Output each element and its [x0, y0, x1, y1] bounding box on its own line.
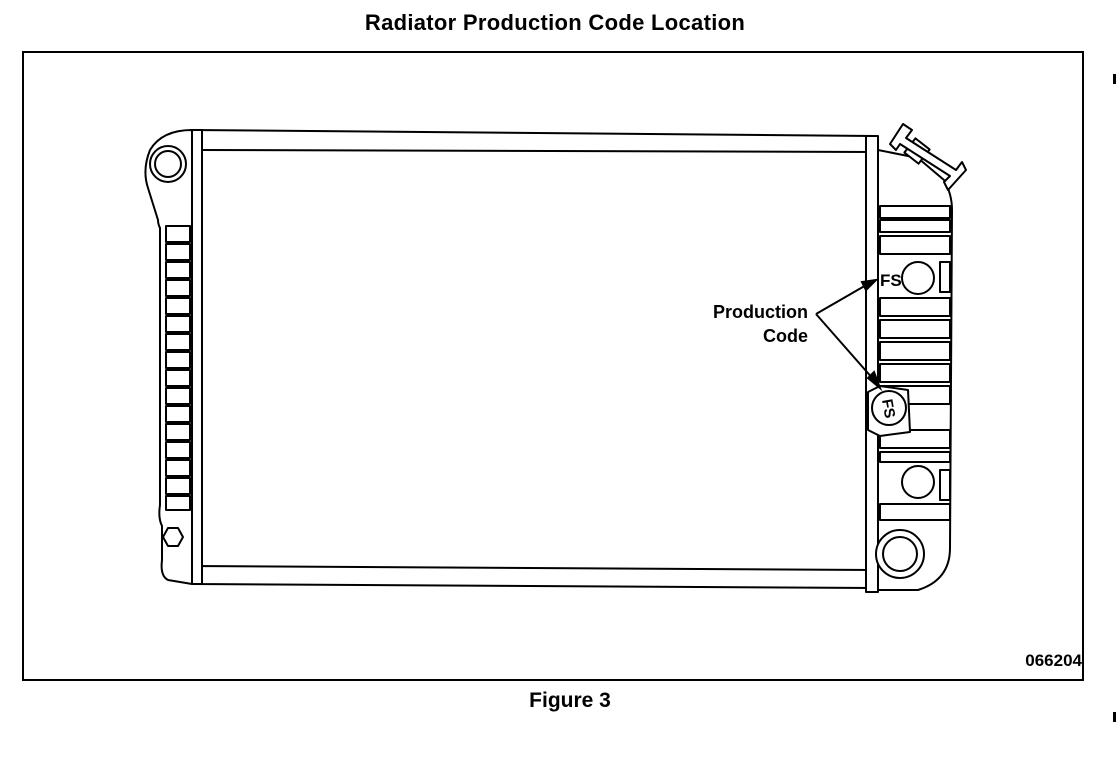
production-code-label: Production Code [660, 300, 808, 348]
code-mark-upper: FS [880, 271, 902, 290]
figure-caption: Figure 3 [529, 689, 611, 712]
diagram-title: Radiator Production Code Location [364, 10, 746, 35]
left-side-rail [191, 129, 203, 585]
drain-plug [162, 527, 184, 547]
filler-neck-cap [889, 123, 967, 191]
right-side-rail [865, 135, 879, 593]
upper-boss [901, 261, 935, 295]
top-rail [191, 129, 875, 153]
figure-reference-number: 066204 [1025, 651, 1082, 670]
callout-arrows [815, 278, 883, 392]
production-code-stamp [867, 385, 911, 437]
right-tank-fins [879, 205, 951, 521]
left-tank-fins [165, 225, 191, 511]
callout-line-1: Production [713, 302, 808, 322]
radiator-core [199, 149, 869, 571]
bottom-rail [191, 565, 875, 589]
code-mark-lower: FS [878, 398, 898, 420]
figure-frame [22, 51, 1084, 681]
edge-mark-top [1113, 74, 1116, 84]
callout-line-2: Code [763, 326, 808, 346]
edge-mark-bottom [1113, 712, 1116, 722]
lower-boss [901, 465, 935, 499]
